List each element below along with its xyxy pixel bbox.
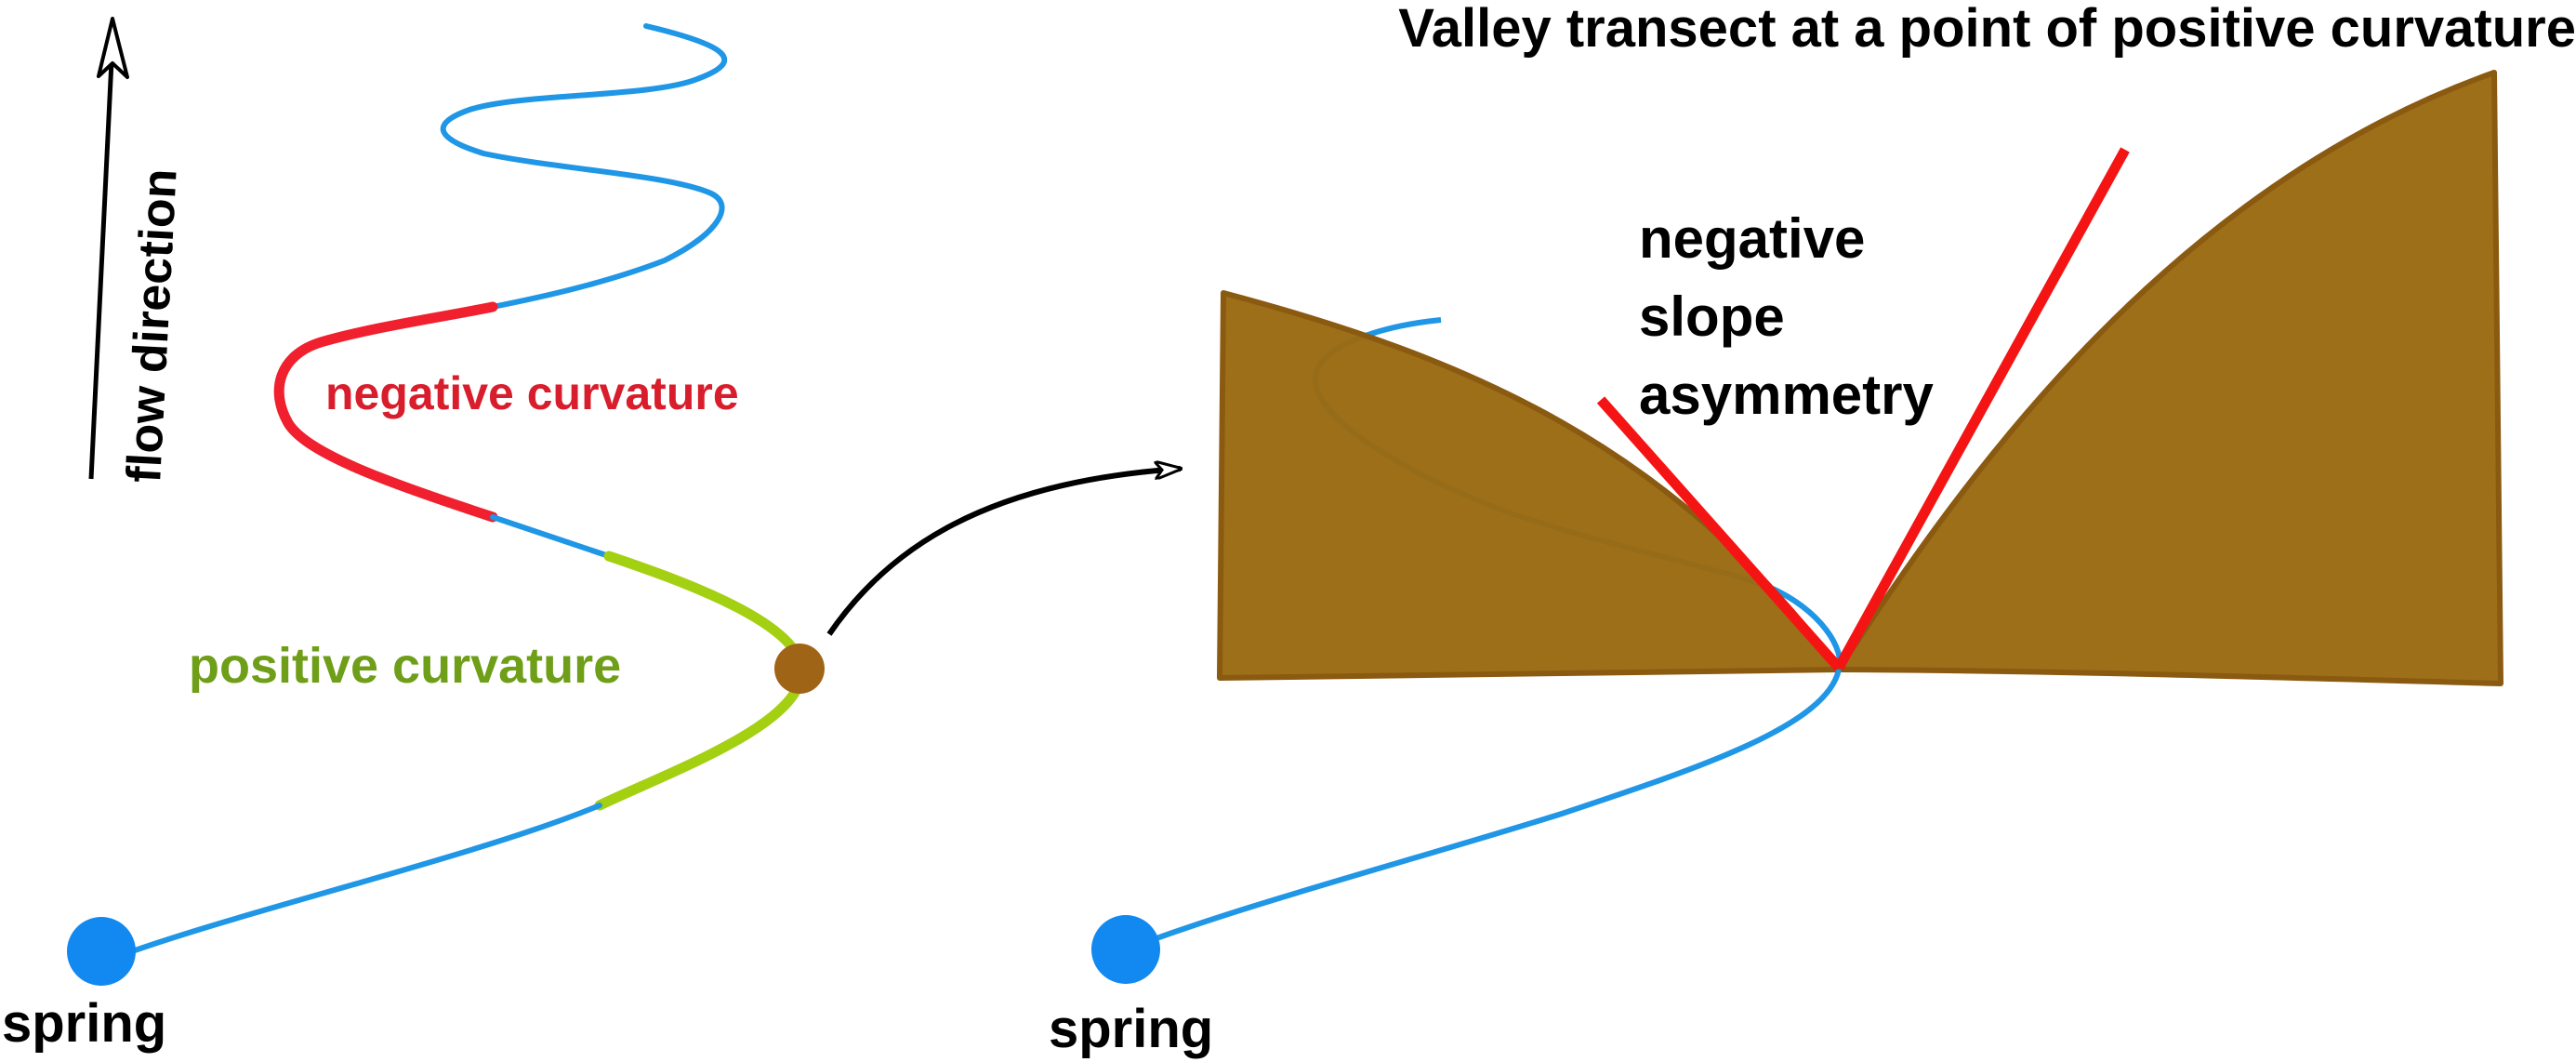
asymmetry-label-line-3: asymmetry [1639,364,1935,426]
flow-direction-arrow [88,17,129,480]
left-slope-line [1596,396,1843,671]
transect-connector-arrow [826,469,1181,636]
spring-marker-left [67,917,136,986]
asymmetry-label-line-1: negative [1639,207,1865,270]
river-segment-positive-curvature [594,551,807,811]
figure-title: Valley transect at a point of positive c… [1398,0,2576,59]
spring-label-right: spring [1049,999,1213,1059]
negative-slope-asymmetry-label: negative slope asymmetry [1639,207,1935,426]
spring-label-left: spring [2,993,166,1054]
valley-cross-section [1217,70,2503,686]
right-river-lower [1125,669,1842,952]
flow-direction-label: flow direction [117,167,188,485]
river-segment-top [440,23,728,310]
positive-curvature-label: positive curvature [189,638,621,694]
river-segment-negative-curvature [273,301,498,523]
right-slope-line [1834,147,2130,670]
river-segment-bottom [132,803,602,953]
spring-marker-right [1091,915,1160,984]
left-river [132,23,807,953]
slope-asymmetry-lines [1596,147,2130,671]
river-segment-middle [490,514,612,559]
transect-point-marker [774,644,825,694]
negative-curvature-label: negative curvature [325,367,739,419]
asymmetry-label-line-2: slope [1639,285,1785,348]
